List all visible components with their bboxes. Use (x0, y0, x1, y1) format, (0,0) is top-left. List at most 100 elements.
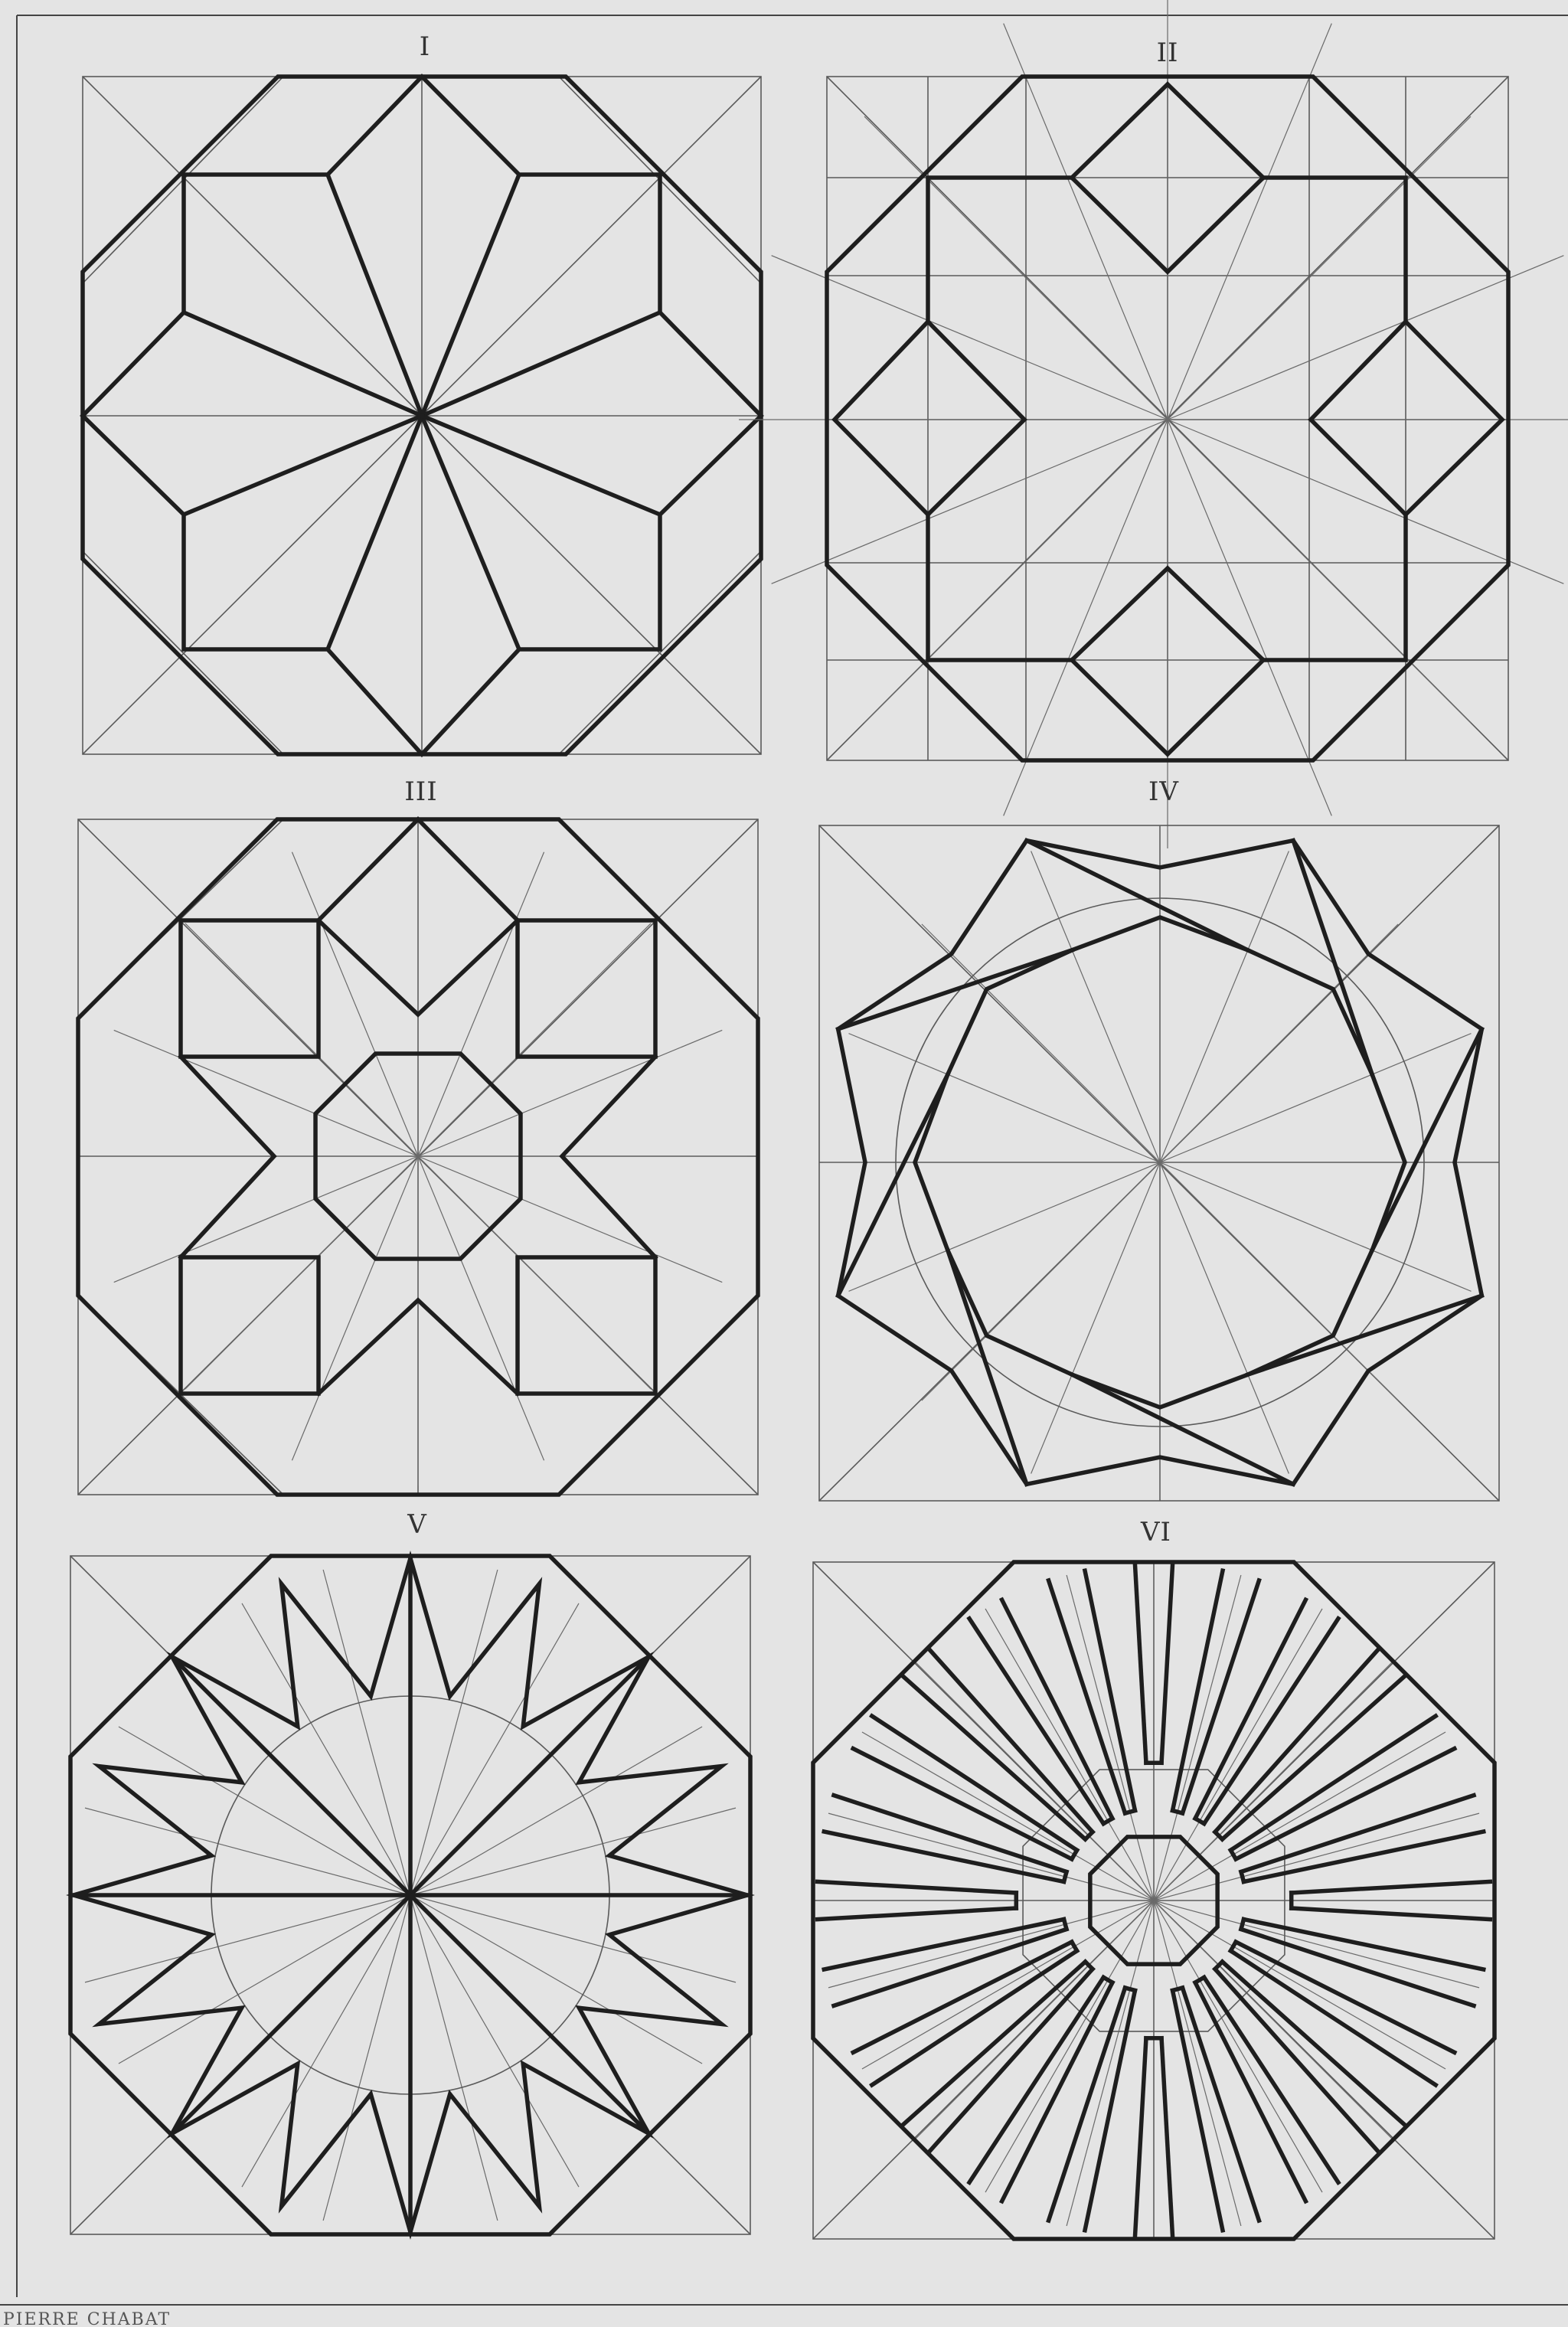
construction-ray (1153, 1662, 1393, 1901)
construction-ray (1153, 1900, 1242, 2227)
construction-ray (1167, 116, 1472, 420)
radial-bar-edge (1180, 1577, 1262, 1816)
panel-1-figure (80, 74, 764, 758)
corner-square (178, 918, 321, 1059)
radial-bar-edge (822, 1829, 1067, 1884)
radial-bar-edge (1170, 1988, 1226, 2233)
construction-ray (417, 851, 545, 1157)
radial-bar-end (1100, 1816, 1116, 1827)
radial-bar-edge (1170, 1568, 1226, 1813)
construction-ray (113, 1155, 419, 1283)
v-notch (559, 1054, 658, 1260)
construction-ray (1003, 419, 1168, 816)
construction-ray (1066, 1574, 1155, 1901)
construction-ray (410, 1894, 498, 2221)
radial-bar-edge (1238, 1793, 1477, 1874)
centre-octagon (313, 1051, 523, 1261)
mid-octagon (1022, 1769, 1285, 2032)
radial-bar-edge (900, 1959, 1089, 2129)
radial-bar-edge (1289, 1906, 1493, 1922)
construction-ray (291, 851, 419, 1157)
radial-bar-end (1122, 1985, 1138, 1993)
plate-credit: PIERRE CHABAT (3, 2310, 171, 2327)
construction-ray (118, 1726, 411, 1896)
construction-ray (828, 1900, 1155, 1989)
panel-2: II (739, 0, 1568, 848)
construction-ray (410, 1807, 737, 1896)
construction-ray (417, 1029, 723, 1157)
panel-4-figure (818, 825, 1500, 1502)
construction-ray (864, 419, 1168, 724)
radial-bar-edge (1180, 1985, 1262, 2224)
construction-ray (1003, 23, 1168, 420)
radial-bar-edge (1289, 1879, 1493, 1895)
star-link (835, 1071, 951, 1299)
radial-bar-edge (1227, 1713, 1439, 1854)
corner-square (515, 1255, 658, 1396)
notched-square (80, 74, 764, 758)
radial-bar-end (1238, 1869, 1246, 1884)
radial-bar-edge (1159, 1561, 1175, 1766)
construction-ray (1159, 851, 1289, 1163)
radial-bar-edge (966, 1974, 1107, 2185)
radial-bar-edge (1192, 1597, 1309, 1822)
panel-2-figure (739, 0, 1568, 848)
construction-ray (771, 419, 1168, 584)
panel-3-figure (76, 816, 760, 1497)
construction-ray (417, 1155, 723, 1283)
radial-bar-edge (998, 1597, 1116, 1822)
star-spoke (168, 1653, 413, 1898)
construction-ray (410, 1726, 703, 1896)
construction-ray (985, 1608, 1155, 1901)
radial-bar-end (1238, 1917, 1246, 1932)
radial-bar-end (1100, 1974, 1116, 1985)
construction-ray (84, 1807, 411, 1896)
construction-ray (1167, 419, 1564, 584)
construction-ray (1153, 1731, 1446, 1901)
radial-bar-edge (831, 1927, 1070, 2008)
petal-line (419, 413, 522, 652)
v-notch (315, 1297, 521, 1397)
top-diamond-cap (1069, 81, 1266, 181)
bottom-diamond-cap (1069, 657, 1266, 757)
radial-bar-end (1122, 1808, 1138, 1816)
radial-bar-edge (1132, 1561, 1148, 1766)
construction-ray (1167, 255, 1564, 420)
radial-bar-end (1170, 1985, 1185, 1993)
construction-ray (1031, 1162, 1161, 1474)
construction-ray (921, 923, 1161, 1163)
radial-bar-edge (1046, 1985, 1128, 2224)
construction-ray (410, 1569, 498, 1896)
star-link (1069, 1371, 1296, 1488)
construction-ray (1153, 1900, 1323, 2193)
petal-line (325, 172, 425, 419)
construction-ray (864, 116, 1168, 420)
radial-bar-edge (1082, 1568, 1138, 1813)
outer-octagon (68, 1554, 753, 2237)
radial-bar-edge (850, 1745, 1075, 1862)
construction-ray (771, 255, 1168, 420)
radial-bar-edge (1212, 1646, 1382, 1835)
construction-ray (185, 923, 419, 1157)
radial-bar-edge (1046, 1577, 1128, 1816)
radial-bar-edge (1200, 1616, 1341, 1827)
radial-bar-end (1227, 1939, 1239, 1954)
radial-bar-edge (926, 1646, 1096, 1835)
petal-line (419, 309, 663, 419)
radial-bar-edge (1219, 1672, 1408, 1842)
construction-ray (84, 1894, 411, 1983)
radial-bar-end (1212, 1959, 1226, 1972)
construction-ray (1153, 1900, 1480, 1989)
radial-bar-edge (926, 1966, 1096, 2155)
panel-6: VI (811, 1517, 1497, 2241)
construction-ray (1167, 23, 1332, 420)
radial-bar-end (1082, 1959, 1096, 1972)
petal-line (325, 413, 425, 652)
construction-ray (1153, 1574, 1242, 1901)
construction-ray (410, 1894, 703, 2064)
radial-bar-end (1192, 1816, 1207, 1827)
construction-ray (985, 1900, 1155, 2193)
petal-line (181, 309, 425, 419)
construction-ray (241, 1894, 411, 2188)
